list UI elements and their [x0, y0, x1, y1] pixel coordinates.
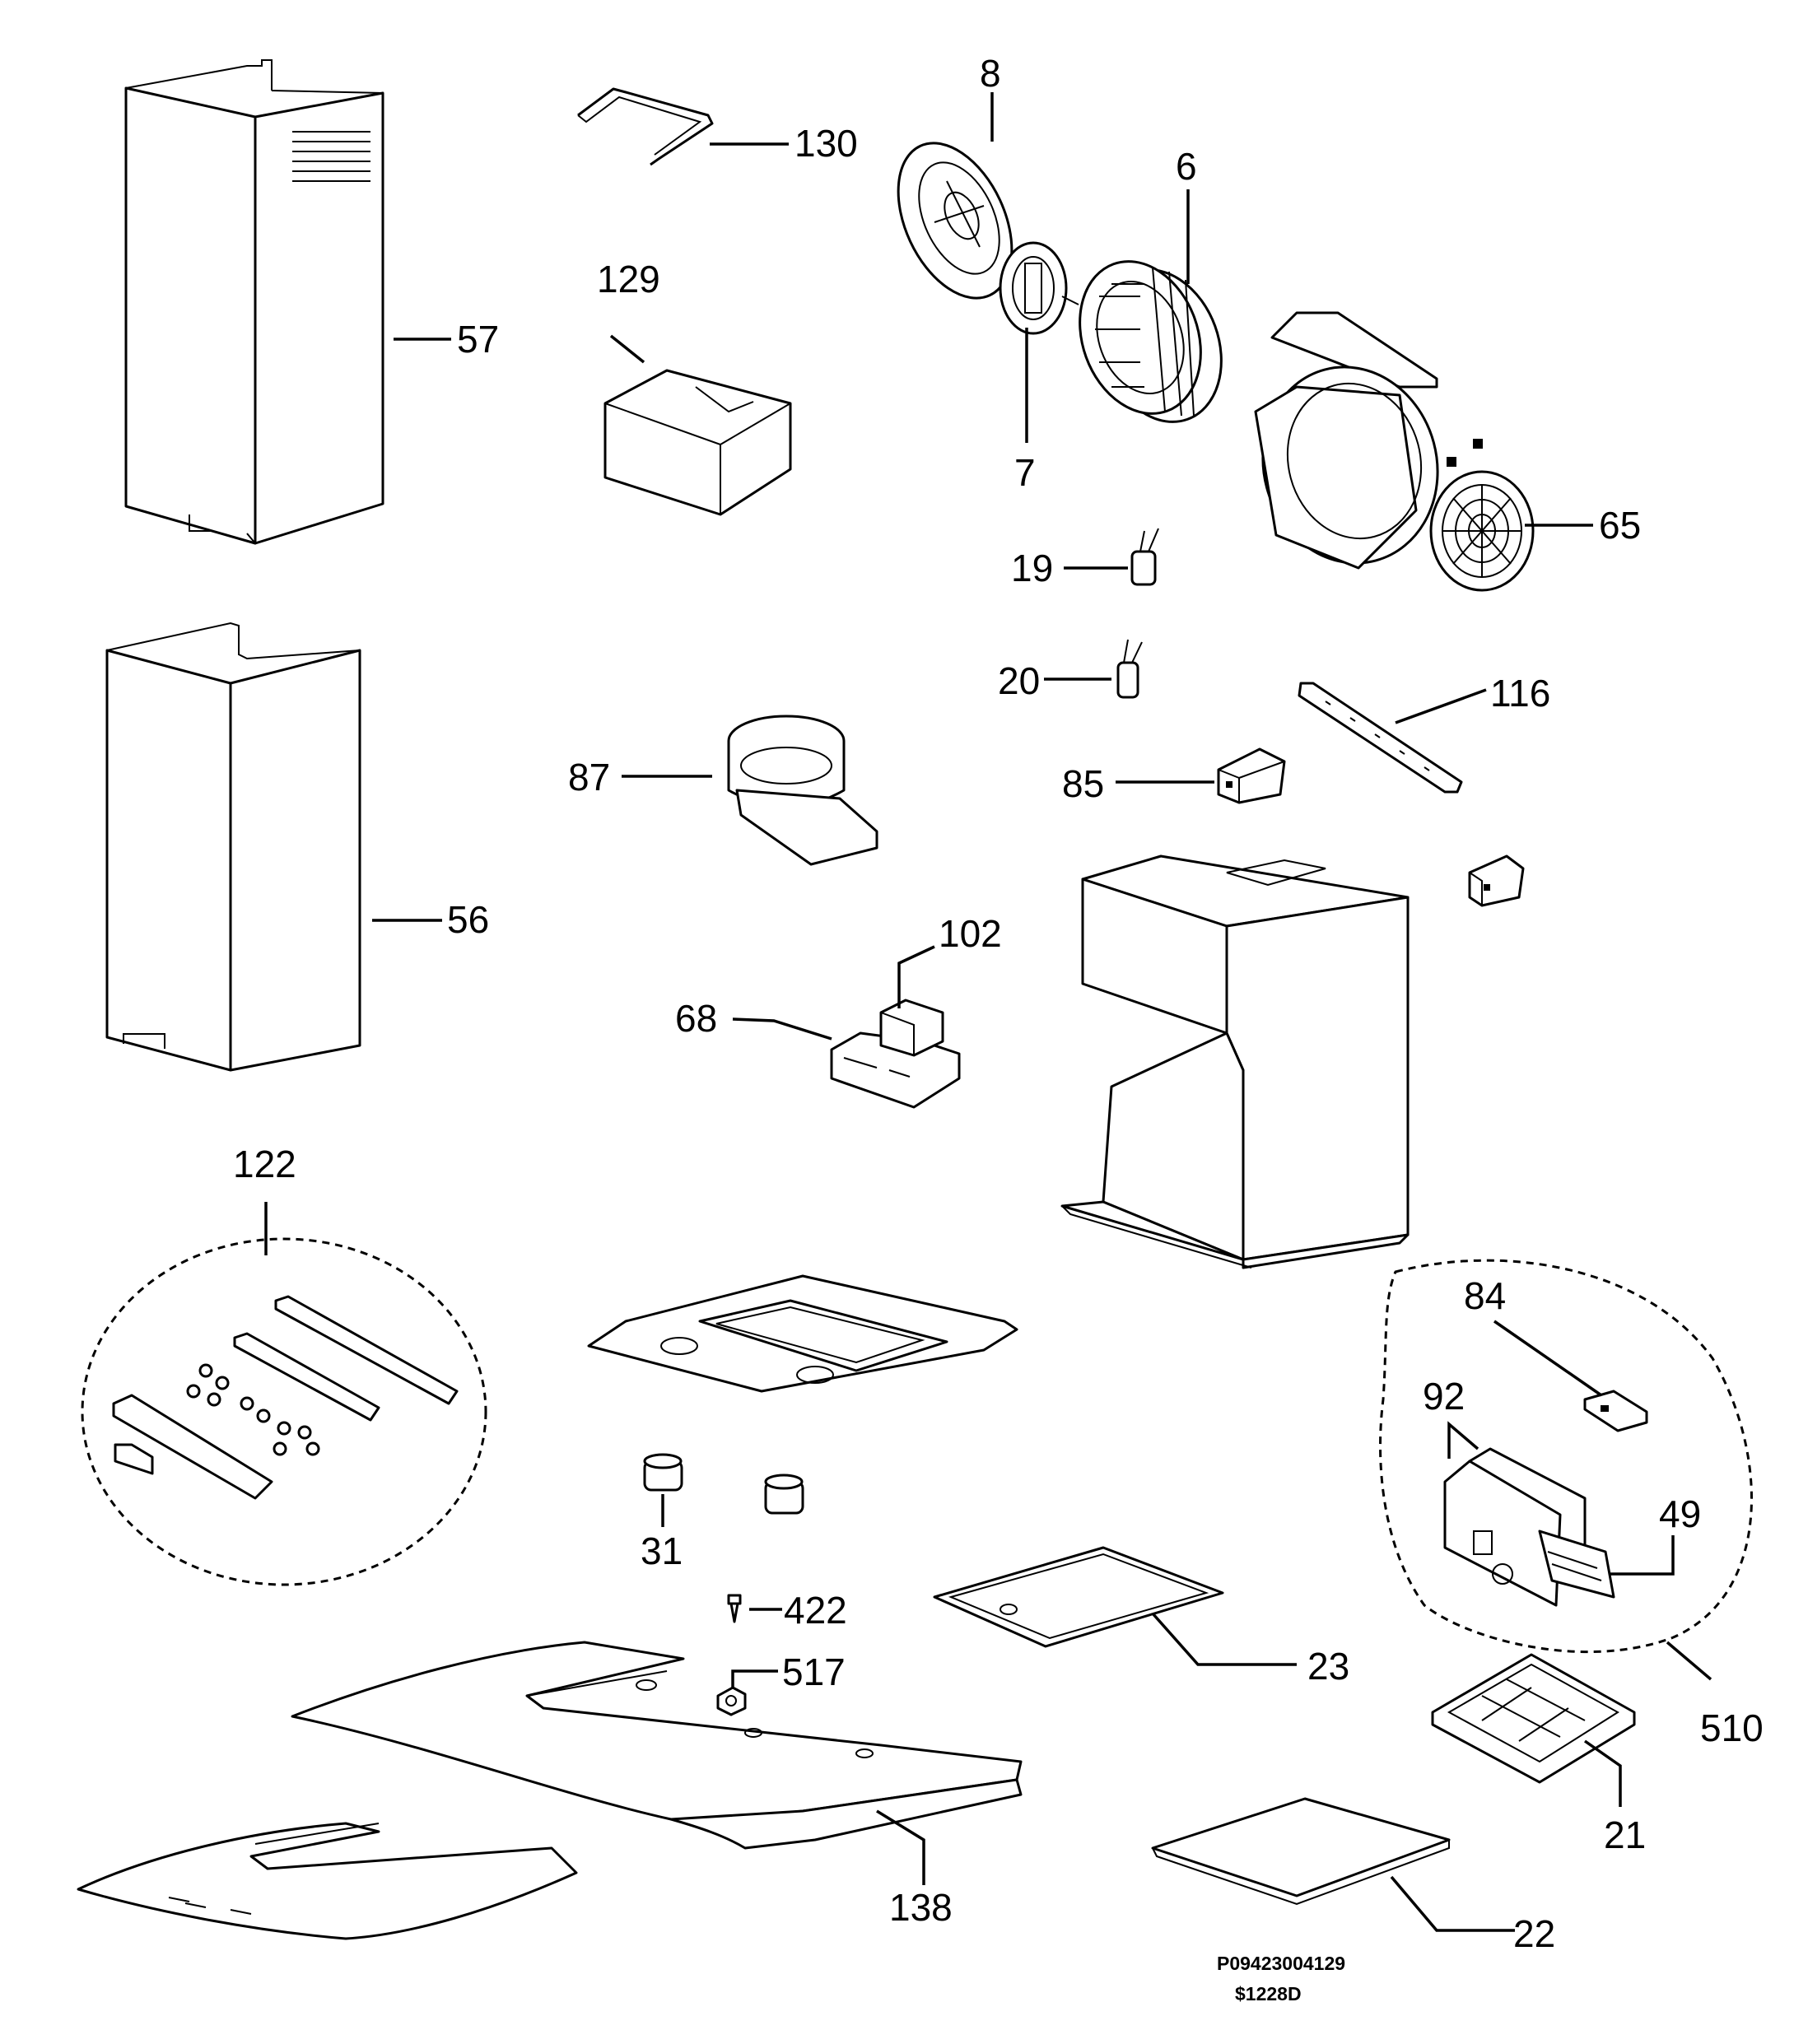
part-7-motor	[999, 241, 1079, 335]
small-switch	[1468, 854, 1525, 907]
label-6: 6	[1176, 145, 1197, 188]
leader-517	[731, 1669, 778, 1688]
part-129-duct-box	[603, 369, 792, 516]
leader-92	[1447, 1421, 1479, 1459]
mounting-plate	[587, 1274, 1018, 1393]
label-65: 65	[1599, 504, 1641, 547]
leader-68	[732, 1017, 832, 1041]
group-outline-510	[1379, 1259, 1753, 1653]
part-68-102-transformer	[830, 999, 961, 1109]
leader-116	[1395, 688, 1487, 724]
label-122: 122	[233, 1143, 296, 1185]
part-22-carbon-filter	[1151, 1797, 1451, 1906]
part-20-capacitor	[1116, 639, 1143, 699]
leader-84	[1493, 1320, 1602, 1397]
label-130: 130	[794, 122, 858, 165]
blower-housing	[1254, 311, 1439, 570]
label-87: 87	[568, 756, 610, 799]
part-57-upper-chimney	[124, 59, 384, 545]
part-138-canopy-top	[291, 1641, 1023, 1850]
label-31: 31	[641, 1530, 683, 1572]
leader-129	[609, 334, 645, 364]
label-19: 19	[1011, 547, 1053, 589]
label-138: 138	[889, 1886, 953, 1929]
leader-102	[897, 945, 935, 1008]
hood-chassis	[1060, 854, 1410, 1269]
group-outline-122	[81, 1237, 487, 1586]
part-84-connector	[1583, 1390, 1648, 1432]
part-422-screw	[727, 1594, 742, 1623]
label-56: 56	[447, 898, 489, 941]
leader-22	[1390, 1875, 1515, 1932]
label-517: 517	[782, 1651, 846, 1693]
leader-138	[876, 1809, 925, 1885]
part-23-grease-filter	[933, 1546, 1224, 1648]
label-57: 57	[457, 318, 499, 361]
part-122-control-kit	[112, 1295, 459, 1500]
part-85-switch	[1217, 747, 1286, 804]
part-56-lower-chimney	[105, 622, 361, 1072]
part-87-air-outlet	[727, 715, 878, 866]
label-20: 20	[998, 659, 1040, 702]
part-65-grille	[1429, 439, 1535, 592]
label-84: 84	[1464, 1274, 1506, 1317]
part-517-nut	[716, 1686, 747, 1716]
leader-510	[1666, 1641, 1712, 1681]
label-49: 49	[1659, 1492, 1701, 1535]
label-102: 102	[939, 912, 1002, 955]
part-19-capacitor	[1130, 528, 1159, 586]
label-7: 7	[1014, 451, 1036, 494]
leader-21	[1583, 1739, 1622, 1807]
part-21-filter-frame	[1431, 1653, 1636, 1784]
label-8: 8	[980, 52, 1001, 95]
leader-23	[1151, 1612, 1297, 1666]
leader-49	[1610, 1535, 1675, 1576]
part-116-rail	[1298, 682, 1463, 794]
label-510: 510	[1700, 1706, 1764, 1749]
label-92: 92	[1423, 1375, 1465, 1418]
label-23: 23	[1307, 1645, 1349, 1688]
label-85: 85	[1062, 762, 1104, 805]
label-22: 22	[1513, 1912, 1555, 1955]
diagram-revision: $1228D	[1235, 1983, 1302, 2004]
label-422: 422	[784, 1589, 847, 1632]
front-canopy	[77, 1822, 578, 1940]
label-21: 21	[1604, 1814, 1646, 1856]
diagram-code: P09423004129	[1217, 1953, 1345, 1974]
label-129: 129	[597, 258, 660, 300]
part-6-blower-wheel	[1079, 260, 1223, 423]
part-92-49-control-board	[1443, 1447, 1615, 1607]
label-68: 68	[675, 997, 717, 1040]
label-116: 116	[1490, 672, 1550, 715]
part-130-bracket	[577, 87, 714, 166]
part-8-motor-plate	[897, 142, 1013, 300]
part-31-feet	[643, 1453, 804, 1515]
